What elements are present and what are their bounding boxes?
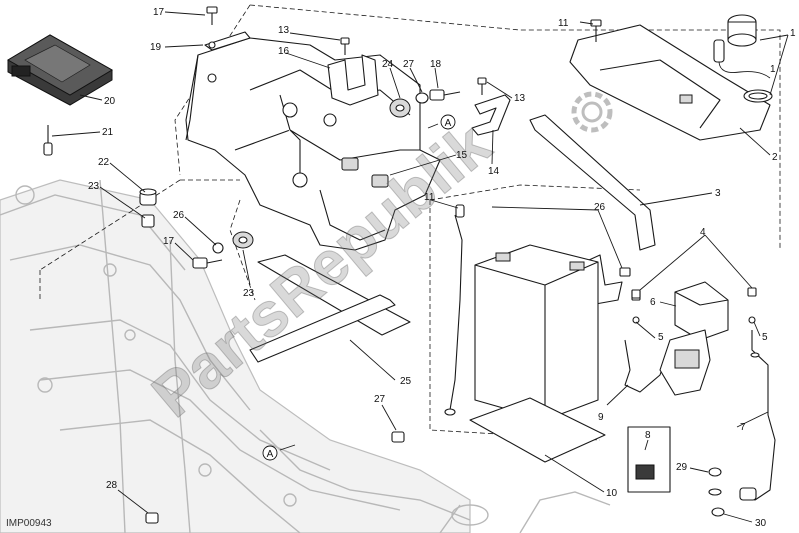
- ecu-module: [7, 34, 113, 106]
- assembly-guide-lines: [39, 4, 781, 441]
- battery-strap-3: [529, 114, 656, 251]
- screw-13-top: [340, 37, 350, 55]
- nut-28: [145, 512, 159, 524]
- starter-relay-6: [659, 281, 729, 396]
- callout-13-b: 13: [514, 93, 526, 104]
- callout-29: 29: [676, 462, 688, 473]
- svg-text:A: A: [445, 118, 452, 129]
- callout-27: 27: [374, 394, 386, 405]
- callout-7: 7: [740, 422, 746, 433]
- bracket-14: [471, 94, 511, 136]
- callout-3: 3: [715, 188, 721, 199]
- screw-12: [590, 19, 602, 42]
- screw-13-right: [477, 77, 487, 95]
- callout-13-a: 13: [278, 25, 290, 36]
- bolt-17-right: [429, 89, 461, 101]
- cover-panel-2: [569, 24, 771, 141]
- callout-18: 19: [150, 42, 162, 53]
- washer-26-right: [415, 92, 429, 104]
- callout-17-c: 18: [430, 59, 442, 70]
- svg-text:A: A: [267, 449, 274, 460]
- callout-16: 16: [278, 46, 290, 57]
- grommet-21: [139, 188, 157, 206]
- screw-20: [43, 125, 53, 156]
- callout-4: 4: [700, 227, 706, 238]
- rubber-mount-23-left: [232, 231, 254, 249]
- callout-5-b: 5: [762, 332, 768, 343]
- callout-17-a: 17: [153, 7, 165, 18]
- callout-labels: 17 19 20 21 22 23 26 17 23 13 16 24 27 1…: [88, 7, 796, 529]
- callout-9: 9: [598, 412, 604, 423]
- callout-1-a: 1: [790, 28, 796, 39]
- motorcycle-frame: [0, 179, 611, 533]
- callout-20: 21: [102, 127, 114, 138]
- nut-30: [711, 507, 725, 517]
- mat-24: [249, 254, 411, 363]
- callout-23-b: 24: [382, 59, 394, 70]
- callout-19: 20: [104, 96, 116, 107]
- reference-a-top: A: [427, 114, 456, 130]
- callout-17-b: 17: [163, 236, 175, 247]
- diagram-code: IMP00943: [6, 518, 52, 529]
- bolt-4-right: [747, 287, 757, 324]
- cable-11: [444, 204, 465, 416]
- callout-22: 23: [88, 181, 100, 192]
- callout-21: 22: [98, 157, 110, 168]
- cable-7: [739, 330, 776, 501]
- callout-24: 25: [400, 376, 412, 387]
- callout-14: 14: [488, 166, 500, 177]
- battery-pad: [469, 397, 606, 463]
- washer-29: [708, 467, 722, 496]
- callout-6: 6: [650, 297, 656, 308]
- plate-18: [204, 31, 251, 51]
- watermark-gear-icon: [571, 91, 613, 133]
- power-socket-1: [713, 14, 773, 103]
- screw-17-top: [206, 6, 218, 25]
- callout-25: 26: [594, 202, 606, 213]
- fuse-8-box: [627, 426, 671, 493]
- callout-26-a: 26: [173, 210, 185, 221]
- rubber-mount-23-right: [389, 98, 411, 118]
- callout-30: 30: [755, 518, 767, 529]
- leader-lines: [51, 11, 789, 523]
- battery-10: [474, 244, 599, 421]
- nut-27: [391, 431, 405, 443]
- bolt-4-left: [631, 289, 641, 299]
- callout-23-a: 23: [243, 288, 255, 299]
- callout-28: 28: [106, 480, 118, 491]
- reference-a-bottom: A: [262, 444, 296, 461]
- callout-11: 11: [424, 192, 435, 203]
- callout-10: 10: [606, 488, 618, 499]
- callout-26-b: 27: [403, 59, 415, 70]
- callout-2: 2: [772, 152, 778, 163]
- callout-1-b: 1: [770, 64, 776, 75]
- bolt-17-left: [192, 242, 224, 269]
- callout-5-a: 5: [658, 332, 664, 343]
- clip-16: [327, 54, 379, 106]
- callout-12: 11: [558, 18, 569, 29]
- callout-8: 8: [645, 430, 651, 441]
- callout-15: 15: [456, 150, 468, 161]
